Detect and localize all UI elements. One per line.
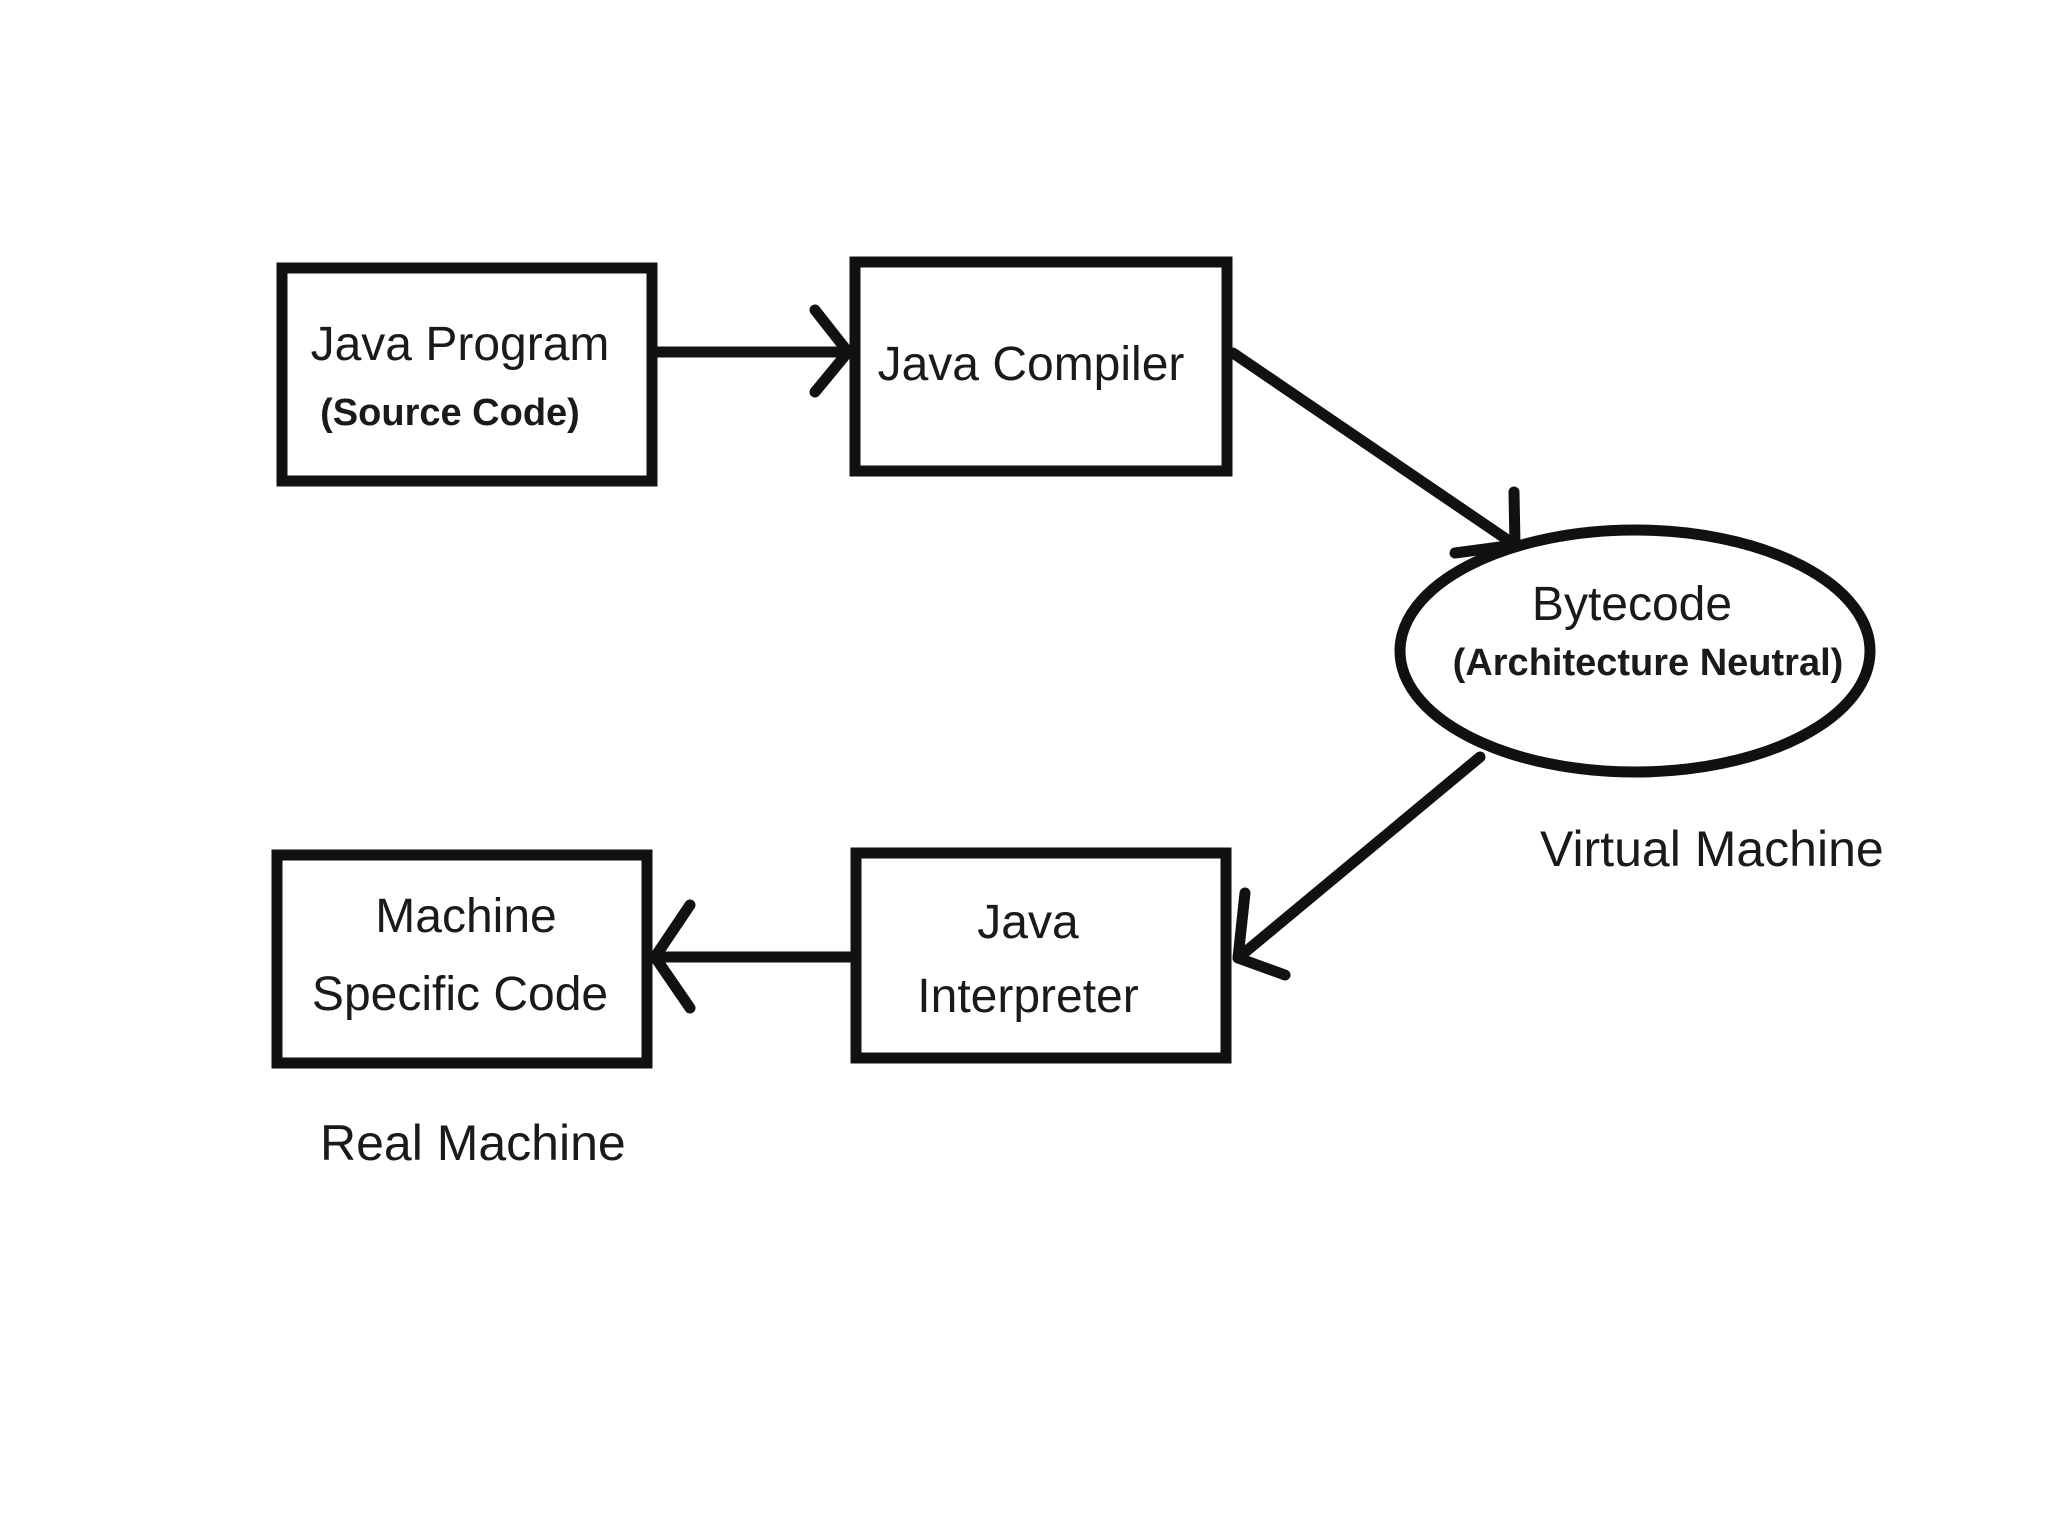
java-program-title: Java Program — [311, 318, 610, 371]
java-interpreter-line1: Java — [977, 896, 1079, 949]
java-interpreter-line2: Interpreter — [917, 970, 1138, 1023]
arrow-program-to-compiler — [651, 304, 854, 398]
virtual-machine-caption: Virtual Machine — [1540, 821, 1884, 877]
java-program-node: Java Program (Source Code) — [276, 262, 658, 487]
bytecode-title: Bytecode — [1532, 578, 1732, 631]
machine-code-line1: Machine — [375, 890, 556, 943]
arrow-interpreter-to-machine-code — [649, 899, 857, 1014]
arrow-compiler-to-bytecode — [1227, 347, 1521, 559]
machine-specific-code-node: Machine Specific Code — [271, 849, 653, 1069]
bytecode-subtitle: (Architecture Neutral) — [1453, 642, 1844, 684]
arrow-bytecode-to-interpreter — [1232, 751, 1486, 981]
java-compiler-title: Java Compiler — [878, 338, 1185, 391]
java-program-subtitle: (Source Code) — [320, 392, 580, 434]
java-compiler-node: Java Compiler — [849, 256, 1233, 477]
machine-code-line2: Specific Code — [312, 968, 608, 1021]
java-interpreter-node: Java Interpreter — [850, 847, 1232, 1064]
bytecode-node: Bytecode (Architecture Neutral) — [1394, 524, 1876, 778]
real-machine-caption: Real Machine — [320, 1115, 626, 1171]
